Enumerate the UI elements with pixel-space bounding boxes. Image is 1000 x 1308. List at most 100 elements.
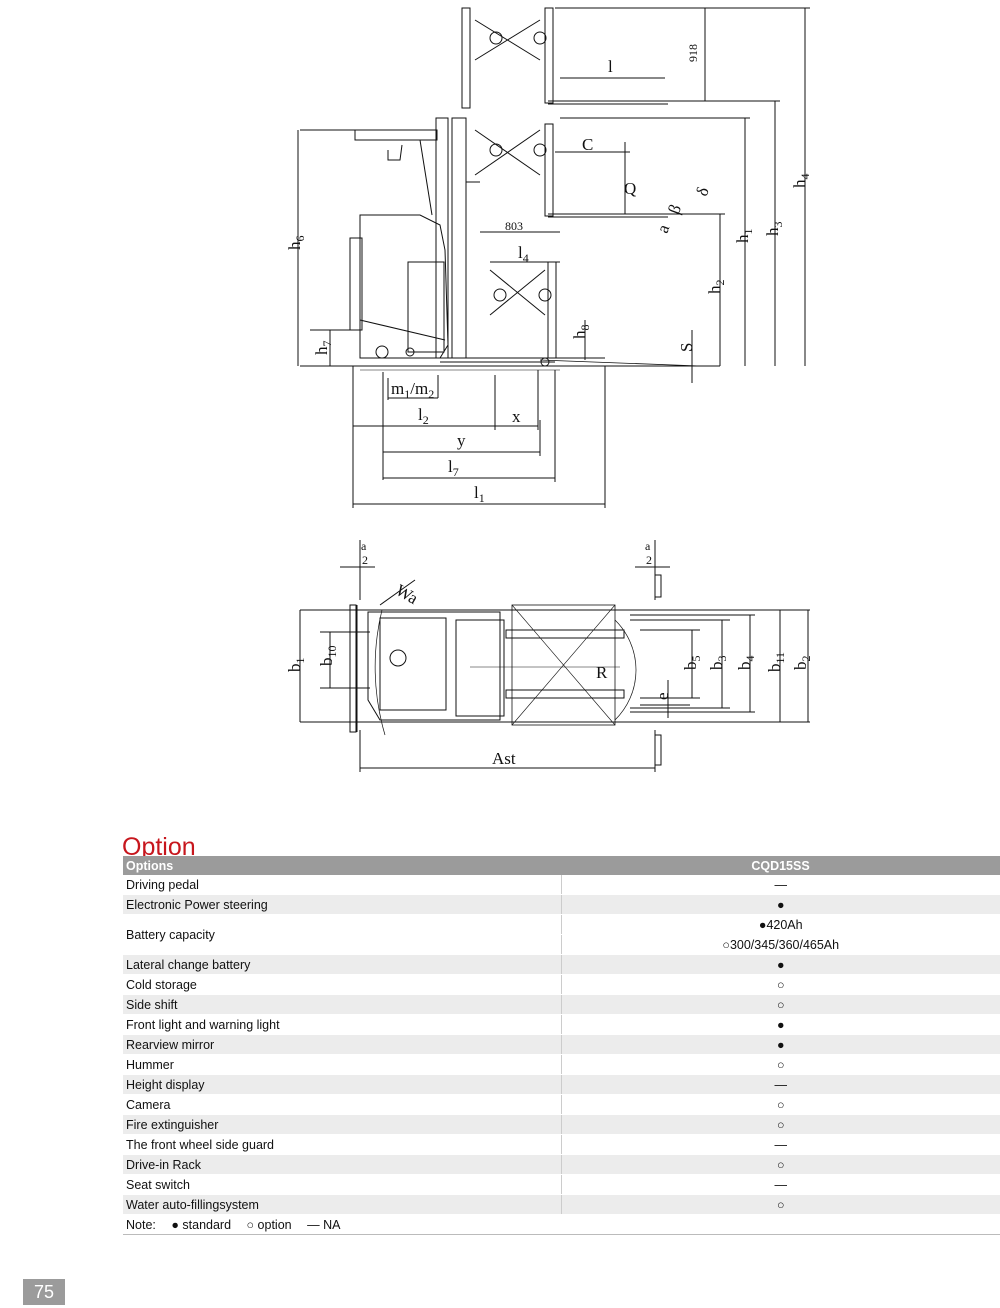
dim-b3: b3 bbox=[707, 656, 729, 671]
note-option: ○ option bbox=[246, 1217, 292, 1232]
dim-two-left: 2 bbox=[362, 553, 368, 567]
technical-drawing: 918 l C Q 803 l4 h6 h7 h8 h2 h1 h3 h4 S … bbox=[285, 7, 813, 772]
header-model: CQD15SS bbox=[561, 856, 1000, 875]
dim-h8: h8 bbox=[570, 325, 592, 340]
dim-h7: h7 bbox=[312, 341, 334, 356]
option-name: Seat switch bbox=[123, 1174, 561, 1195]
option-value: — bbox=[560, 875, 1000, 895]
dim-h4: h4 bbox=[790, 174, 812, 189]
option-name: Front light and warning light bbox=[123, 1014, 561, 1035]
table-row: Drive-in Rack○ bbox=[123, 1154, 1000, 1175]
option-name: Cold storage bbox=[123, 974, 561, 995]
option-name: Hummer bbox=[123, 1054, 561, 1075]
option-value: ● bbox=[560, 1014, 1000, 1035]
dim-h2: h2 bbox=[705, 280, 727, 295]
option-name: The front wheel side guard bbox=[123, 1134, 561, 1155]
top-view-truck bbox=[299, 540, 810, 772]
table-row: Side shift○ bbox=[123, 994, 1000, 1015]
dim-803: 803 bbox=[505, 219, 523, 233]
dim-l2: l2 bbox=[418, 405, 429, 427]
table-row: Front light and warning light● bbox=[123, 1014, 1000, 1035]
page-number: 75 bbox=[23, 1279, 65, 1305]
option-value: ○ bbox=[560, 1094, 1000, 1115]
table-row: The front wheel side guard— bbox=[123, 1134, 1000, 1155]
option-name: Battery capacity bbox=[123, 914, 561, 955]
option-name: Drive-in Rack bbox=[123, 1154, 561, 1175]
dim-two-right: 2 bbox=[646, 553, 652, 567]
option-value: ○ bbox=[560, 974, 1000, 995]
dim-b4: b4 bbox=[735, 656, 757, 671]
dim-b10: b10 bbox=[317, 646, 339, 667]
dim-ast: Ast bbox=[492, 749, 516, 768]
dim-h1: h1 bbox=[733, 229, 755, 244]
dim-q: Q bbox=[624, 179, 636, 198]
dim-m1-m2: m1/m2 bbox=[391, 379, 434, 401]
table-row: Lateral change battery● bbox=[123, 954, 1000, 975]
option-name: Height display bbox=[123, 1074, 561, 1095]
dim-x: x bbox=[512, 407, 521, 426]
table-row: Cold storage○ bbox=[123, 974, 1000, 995]
dim-b2: b2 bbox=[791, 656, 813, 671]
option-value: — bbox=[560, 1074, 1000, 1095]
dim-s: S bbox=[677, 343, 696, 352]
option-value: ○ bbox=[560, 1054, 1000, 1075]
option-value: ○ bbox=[560, 1154, 1000, 1175]
dim-a-half-right: a bbox=[645, 539, 651, 553]
table-note-row: Note: ● standard ○ option — NA bbox=[123, 1214, 1000, 1235]
dim-a-half-left: a bbox=[361, 539, 367, 553]
table-row: Fire extinguisher○ bbox=[123, 1114, 1000, 1135]
option-name: Side shift bbox=[123, 994, 561, 1015]
dim-h3: h3 bbox=[763, 222, 785, 237]
options-table: Options CQD15SS Driving pedal— Electroni… bbox=[123, 856, 1000, 1235]
option-value: — bbox=[560, 1174, 1000, 1195]
note-label: Note: bbox=[126, 1217, 156, 1232]
option-name: Electronic Power steering bbox=[123, 894, 561, 915]
option-name: Driving pedal bbox=[123, 875, 561, 895]
option-name: Rearview mirror bbox=[123, 1034, 561, 1055]
dim-b5: b5 bbox=[681, 656, 703, 671]
table-row: Height display— bbox=[123, 1074, 1000, 1095]
dim-r: R bbox=[596, 663, 608, 682]
table-row: Water auto-fillingsystem○ bbox=[123, 1194, 1000, 1215]
option-value: ● bbox=[560, 894, 1000, 915]
dim-l4: l4 bbox=[518, 243, 529, 265]
option-name: Lateral change battery bbox=[123, 954, 561, 975]
dim-l7: l7 bbox=[448, 457, 459, 479]
table-row: Battery capacity●420Ah bbox=[123, 914, 1000, 955]
dim-y: y bbox=[457, 431, 466, 450]
table-row: Seat switch— bbox=[123, 1174, 1000, 1195]
dim-918: 918 bbox=[686, 44, 700, 62]
table-row: Camera○ bbox=[123, 1094, 1000, 1115]
dim-a: a bbox=[653, 221, 674, 235]
table-row: Electronic Power steering● bbox=[123, 894, 1000, 915]
option-value: ● bbox=[560, 1034, 1000, 1055]
table-row: Driving pedal— bbox=[123, 875, 1000, 895]
dim-delta: δ bbox=[692, 184, 713, 198]
table-row: Rearview mirror● bbox=[123, 1034, 1000, 1055]
dim-wa: Wa bbox=[393, 580, 422, 608]
header-options: Options bbox=[123, 856, 561, 875]
option-name: Camera bbox=[123, 1094, 561, 1115]
option-value: — bbox=[560, 1134, 1000, 1155]
option-name: Fire extinguisher bbox=[123, 1114, 561, 1135]
dim-l: l bbox=[608, 57, 613, 76]
note-na: — NA bbox=[307, 1217, 341, 1232]
table-row: Hummer○ bbox=[123, 1054, 1000, 1075]
option-value: ○ bbox=[560, 1194, 1000, 1215]
option-value: ○300/345/360/465Ah bbox=[560, 934, 1000, 955]
option-value: ○ bbox=[560, 994, 1000, 1015]
dim-e: e bbox=[653, 692, 672, 700]
side-view-truck bbox=[297, 7, 810, 508]
table-row: ○300/345/360/465Ah bbox=[123, 934, 1000, 955]
dim-l1: l1 bbox=[474, 483, 485, 505]
dim-c: C bbox=[582, 135, 593, 154]
note-standard: ● standard bbox=[171, 1217, 232, 1232]
option-value: ● bbox=[560, 954, 1000, 975]
dim-b11: b11 bbox=[765, 652, 787, 672]
dim-h6: h6 bbox=[285, 236, 307, 251]
option-name: Water auto-fillingsystem bbox=[123, 1194, 561, 1215]
legend-note: Note: ● standard ○ option — NA bbox=[123, 1214, 1000, 1235]
dim-b1: b1 bbox=[285, 658, 307, 673]
option-value: ●420Ah bbox=[560, 914, 1000, 935]
option-value: ○ bbox=[560, 1114, 1000, 1135]
